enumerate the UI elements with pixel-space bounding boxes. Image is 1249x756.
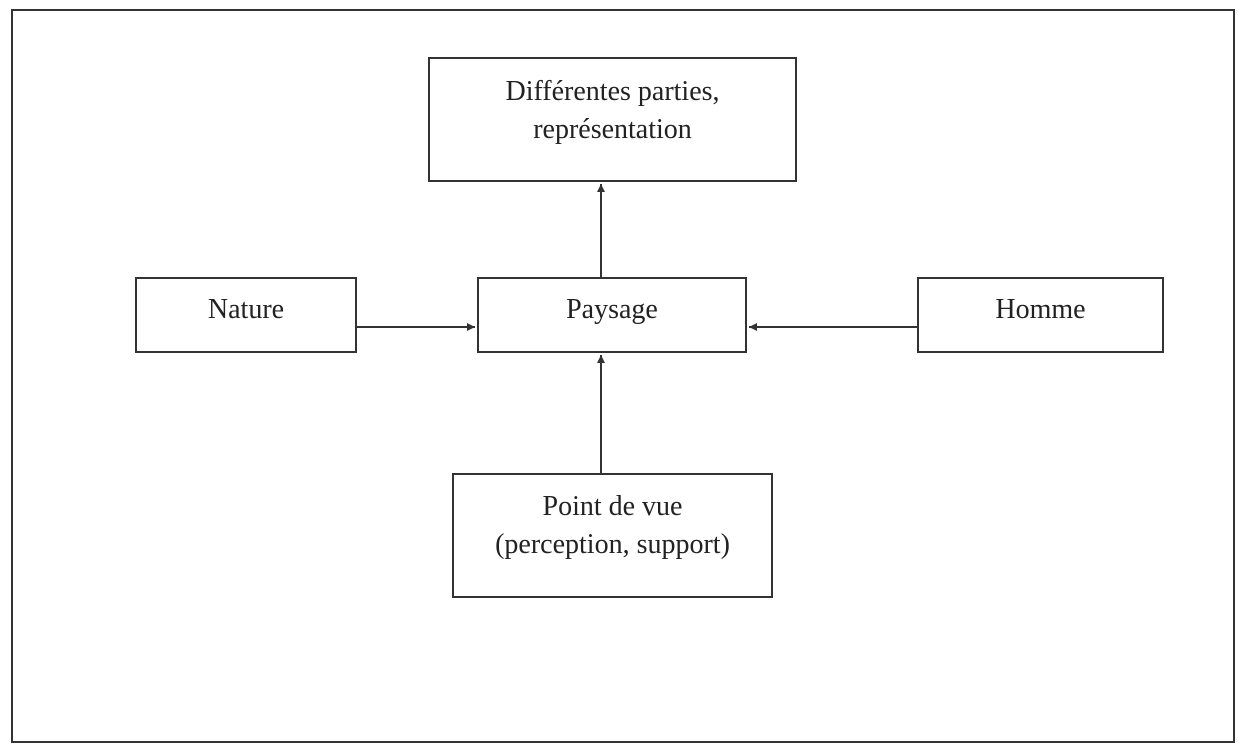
node-differentes-parties: Différentes parties, représentation	[428, 57, 797, 182]
node-homme: Homme	[917, 277, 1164, 353]
node-bottom-line-2: (perception, support)	[495, 529, 730, 560]
node-top-line-1: Différentes parties,	[505, 76, 720, 107]
node-point-de-vue: Point de vue (perception, support)	[452, 473, 773, 598]
node-right-label: Homme	[995, 294, 1086, 325]
node-nature: Nature	[135, 277, 357, 353]
node-bottom-line-1: Point de vue	[542, 491, 683, 522]
node-center-label: Paysage	[566, 294, 658, 325]
node-top-line-2: représentation	[533, 114, 692, 145]
node-paysage: Paysage	[477, 277, 747, 353]
diagram-frame	[11, 9, 1235, 743]
node-left-label: Nature	[207, 294, 285, 325]
